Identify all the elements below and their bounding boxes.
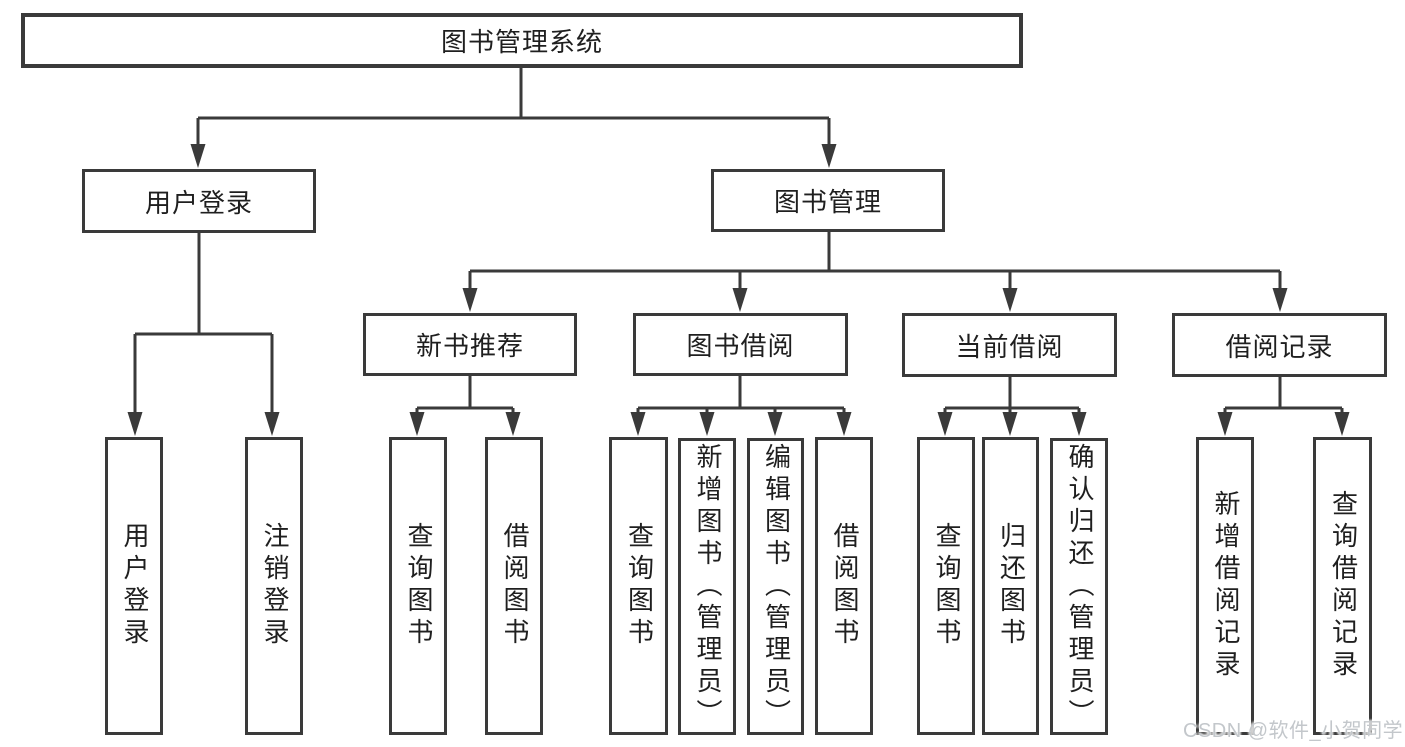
leaf-borrow-books-2-label: 借阅图书 — [829, 522, 860, 650]
arrowheads — [127, 144, 1350, 436]
arrow-to-book-borrow — [732, 288, 748, 312]
connector-current-borrow-split — [943, 377, 1081, 414]
arrow-to-leaf-query1 — [409, 412, 425, 436]
arrow-to-leaf-edit-book — [767, 412, 783, 436]
arrow-to-leaf-add-book — [699, 412, 715, 436]
leaf-return-books-label: 归还图书 — [996, 522, 1027, 650]
node-root-label: 图书管理系统 — [440, 27, 603, 57]
leaf-return-books: 归还图书 — [982, 437, 1039, 735]
arrow-to-leaf-query-record — [1334, 412, 1350, 436]
arrow-to-leaf-return — [1002, 412, 1018, 436]
node-book-management: 图书管理 — [711, 169, 945, 232]
arrow-to-leaf-add-record — [1217, 412, 1233, 436]
arrow-to-new-book — [462, 288, 478, 312]
node-user-login: 用户登录 — [82, 169, 316, 233]
arrow-to-borrow-record — [1272, 288, 1288, 312]
leaf-user-login: 用户登录 — [105, 437, 163, 735]
leaf-borrow-books-2: 借阅图书 — [815, 437, 873, 735]
leaf-add-books-admin: 新增图书（管理员） — [678, 438, 736, 735]
leaf-query-books-1: 查询图书 — [389, 437, 447, 735]
connector-root-split — [196, 68, 831, 146]
node-book-borrow: 图书借阅 — [633, 313, 848, 376]
leaf-logout-label: 注销登录 — [259, 522, 290, 650]
node-new-book-recommend: 新书推荐 — [363, 313, 577, 376]
leaf-user-login-label: 用户登录 — [119, 522, 150, 650]
node-root-system: 图书管理系统 — [21, 13, 1023, 68]
leaf-query-books-2: 查询图书 — [609, 437, 668, 735]
connector-book-borrow-split — [636, 376, 846, 414]
connector-user-login-split — [133, 233, 274, 414]
leaf-add-borrow-record-label: 新增借阅记录 — [1210, 490, 1241, 682]
leaf-borrow-books-1: 借阅图书 — [485, 437, 543, 735]
node-book-management-label: 图书管理 — [773, 187, 882, 217]
arrow-to-leaf-query3 — [937, 412, 953, 436]
connector-new-book-split — [415, 376, 515, 414]
arrow-to-leaf-confirm-return — [1071, 412, 1087, 436]
leaf-query-borrow-record: 查询借阅记录 — [1313, 437, 1372, 735]
leaf-query-books-3: 查询图书 — [917, 437, 975, 735]
node-borrow-record: 借阅记录 — [1172, 313, 1387, 377]
arrow-to-leaf-borrow1 — [505, 412, 521, 436]
node-borrow-record-label: 借阅记录 — [1225, 331, 1334, 362]
leaf-edit-books-admin-label: 编辑图书（管理员） — [761, 442, 792, 731]
connector-book-mgmt-split — [468, 232, 1282, 290]
leaf-confirm-return-admin: 确认归还（管理员） — [1050, 438, 1108, 735]
leaf-borrow-books-1-label: 借阅图书 — [499, 522, 530, 650]
leaf-add-books-admin-label: 新增图书（管理员） — [692, 442, 723, 731]
node-new-book-recommend-label: 新书推荐 — [415, 331, 524, 361]
arrow-to-user-login — [190, 144, 206, 168]
connector-borrow-record-split — [1223, 377, 1344, 414]
arrow-to-leaf-logout — [264, 412, 280, 436]
leaf-query-books-1-label: 查询图书 — [403, 522, 434, 650]
node-current-borrow: 当前借阅 — [902, 313, 1117, 377]
leaf-query-books-3-label: 查询图书 — [931, 522, 962, 650]
arrow-to-book-mgmt — [821, 144, 837, 168]
csdn-watermark: CSDN @软件_小贺同学 — [1183, 720, 1404, 742]
node-current-borrow-label: 当前借阅 — [955, 331, 1064, 362]
leaf-logout: 注销登录 — [245, 437, 303, 735]
arrow-to-leaf-borrow2 — [836, 412, 852, 436]
leaf-query-books-2-label: 查询图书 — [624, 522, 655, 650]
arrow-to-leaf-query2 — [630, 412, 646, 436]
node-book-borrow-label: 图书借阅 — [686, 331, 795, 361]
leaf-edit-books-admin: 编辑图书（管理员） — [747, 438, 804, 735]
arrow-to-current-borrow — [1002, 288, 1018, 312]
leaf-confirm-return-admin-label: 确认归还（管理员） — [1064, 442, 1095, 731]
arrow-to-leaf-login — [127, 412, 143, 436]
node-user-login-label: 用户登录 — [144, 187, 253, 218]
leaf-add-borrow-record: 新增借阅记录 — [1196, 437, 1254, 735]
leaf-query-borrow-record-label: 查询借阅记录 — [1328, 490, 1359, 682]
